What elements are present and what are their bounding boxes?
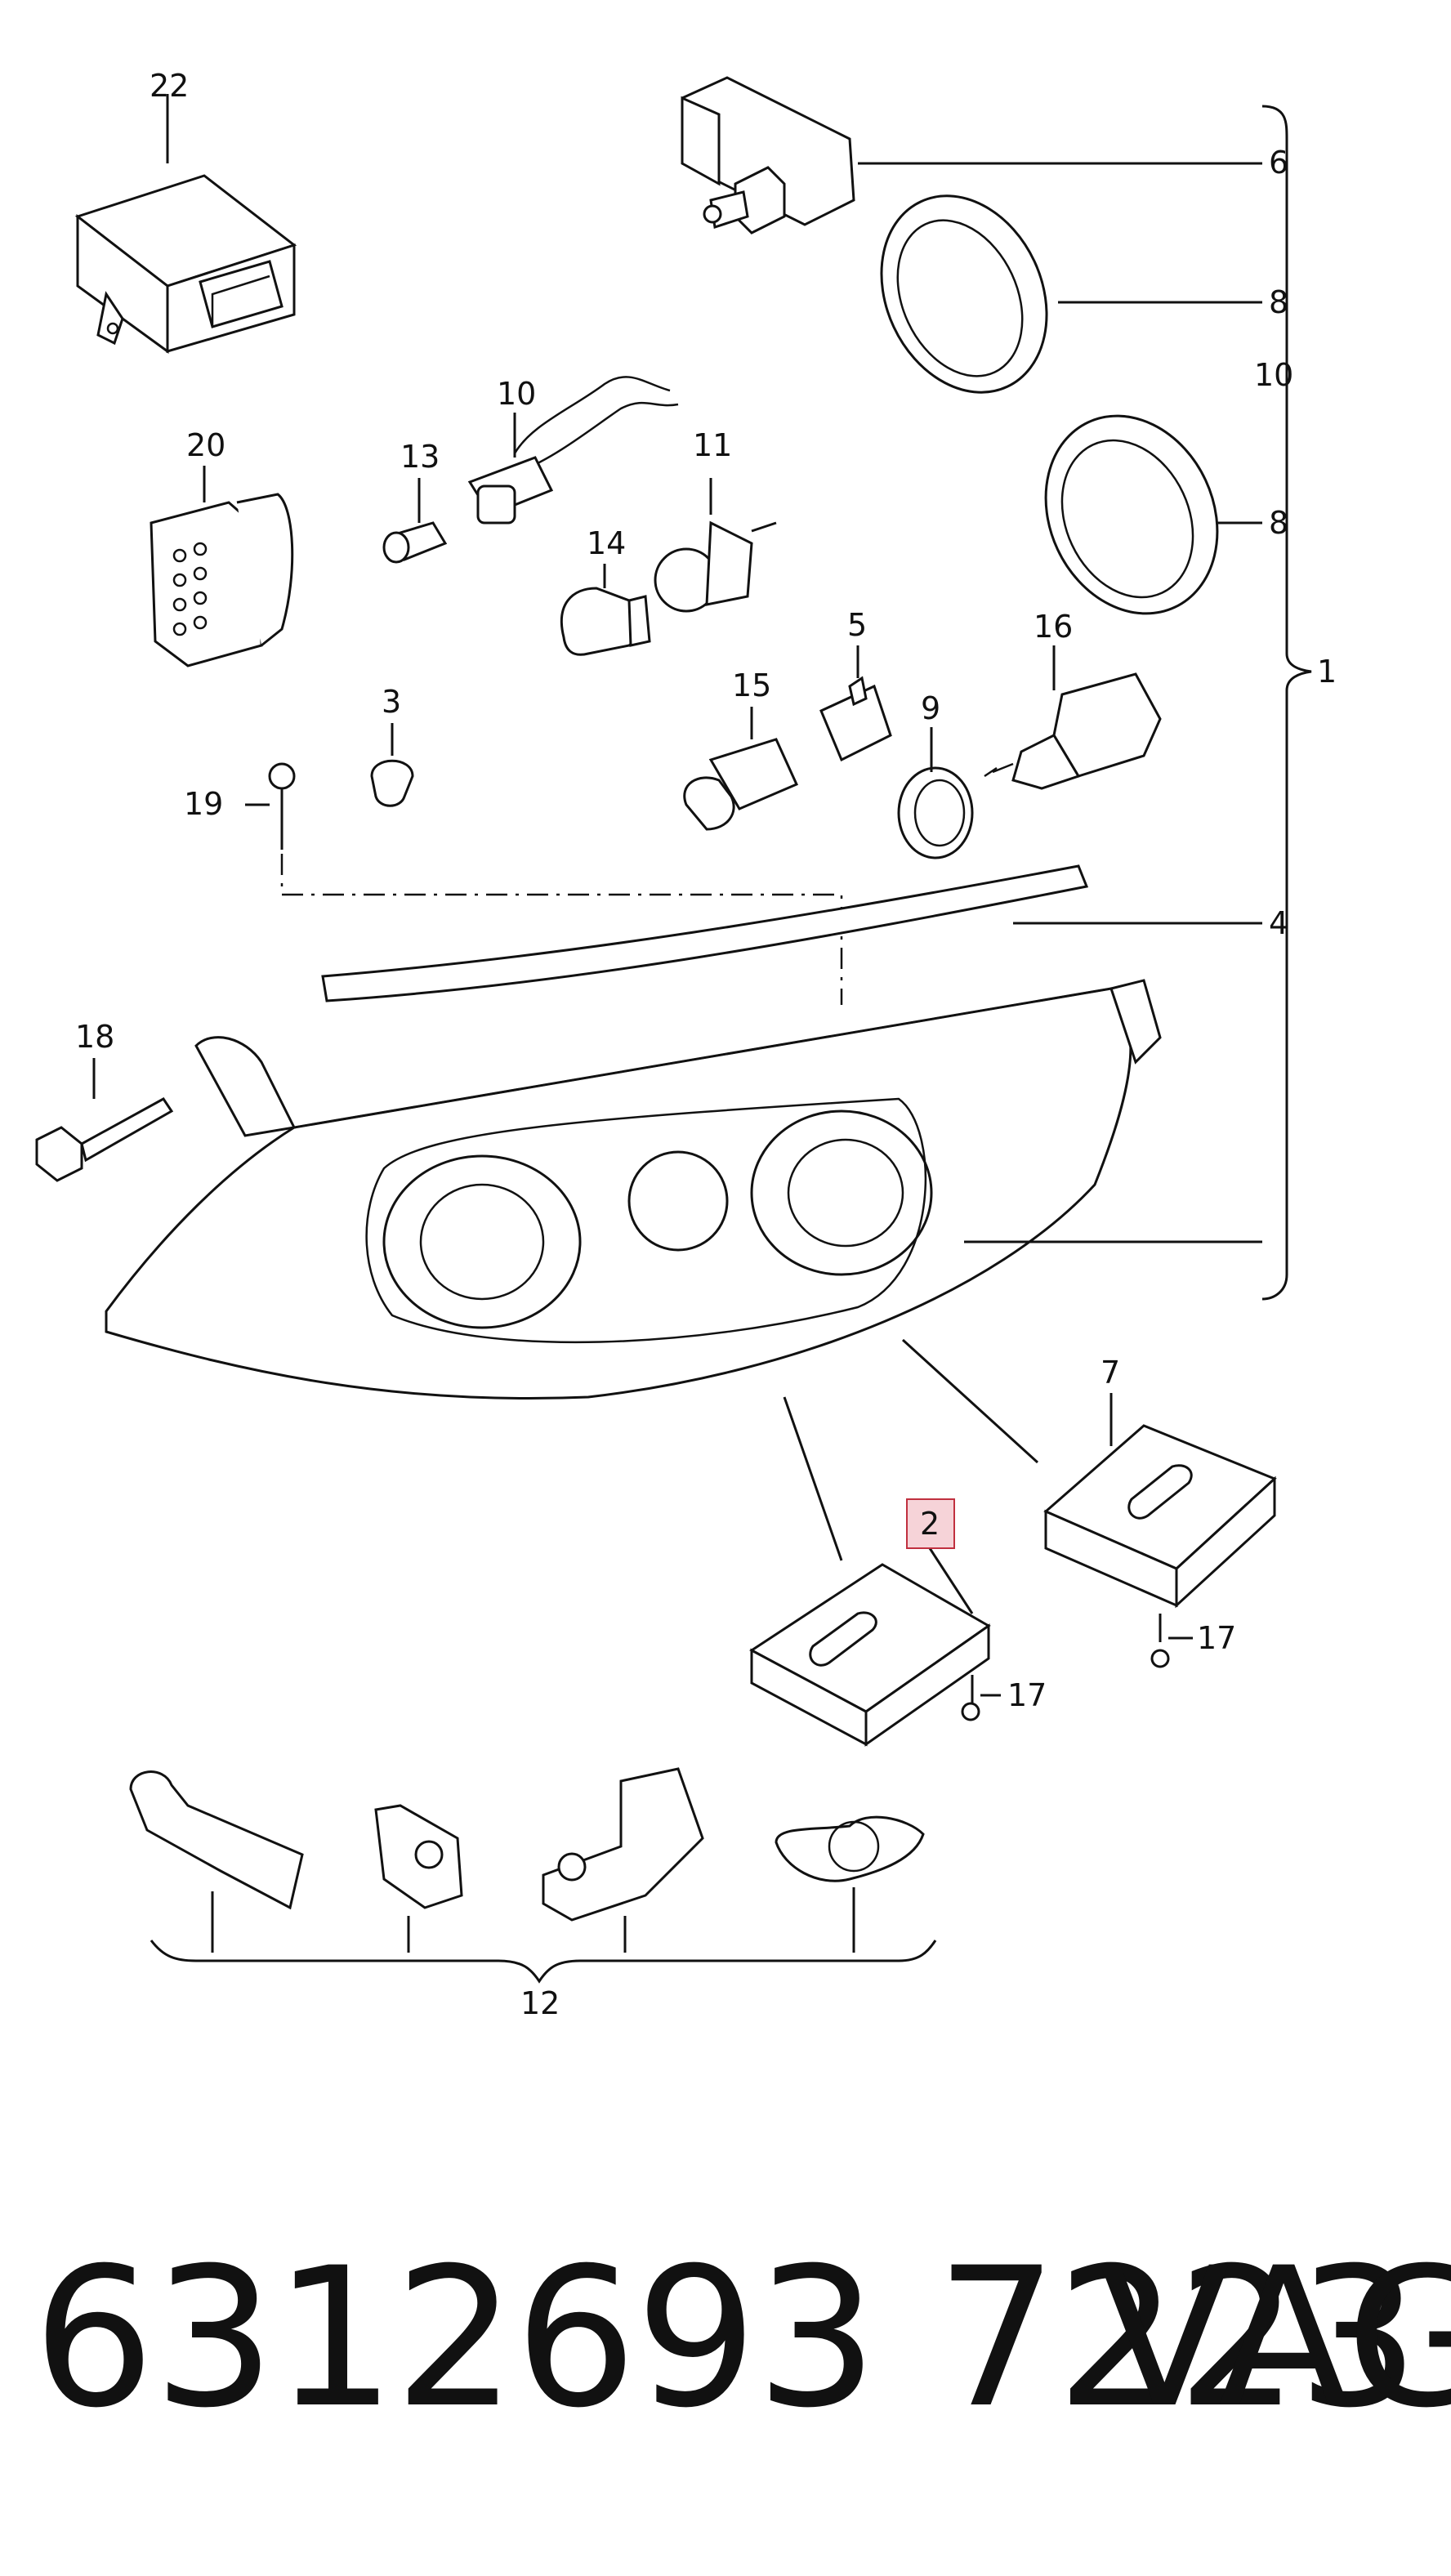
bulb-11 [654,478,777,613]
seal-strip-4 [321,864,1262,1002]
bulb-14 [560,564,651,656]
callout-6: 6 [1269,145,1288,181]
callout-12: 12 [520,1985,560,2021]
control-unit-22 [74,94,297,354]
callout-11: 11 [693,427,732,463]
plug-3 [370,723,414,807]
brand-name: VAG [1099,2227,1451,2450]
callout-7: 7 [1101,1355,1120,1391]
callout-13: 13 [400,439,440,475]
callout-15: 15 [732,667,771,703]
small-bulb-13 [382,478,448,564]
ballast-7 [1043,1393,1277,1642]
retaining-ring-9 [897,727,974,859]
callout-9: 9 [921,690,940,726]
adjuster-motor-6 [681,76,1262,234]
callout-18: 18 [75,1019,114,1055]
headlamp-housing [105,979,1262,1561]
callout-10: 10 [1254,357,1293,393]
screw-17a [1150,1636,1193,1668]
callout-8-lower: 8 [1269,505,1288,541]
wiring-harness-10 [467,376,679,525]
cap-8-upper [880,194,1262,394]
callout-19: 19 [184,786,223,822]
callout-10-part: 10 [497,376,536,412]
callout-8-upper: 8 [1269,284,1288,320]
callout-3: 3 [382,684,401,720]
halogen-bulb-15 [683,707,798,831]
callout-22: 22 [150,68,189,104]
callout-20: 20 [186,427,225,463]
callout-17a: 17 [1197,1620,1236,1656]
callout-17b: 17 [1007,1677,1047,1713]
screw-19 [245,762,843,1005]
callout-2: 2 [920,1506,940,1542]
callout-14: 14 [587,525,626,561]
callout-5: 5 [847,607,867,643]
callout-labels: 22 6 8 10 10 20 13 11 8 14 5 16 1 3 15 9… [75,68,1337,2021]
bracket-1 [1261,105,1312,1301]
brackets-12 [129,1767,937,1984]
cap-8-lower [1044,414,1262,615]
ballast-2 [749,1547,991,1747]
callout-16: 16 [1034,609,1073,645]
bolt-18 [35,1058,174,1182]
screw-17b [961,1694,1001,1721]
part-number: 6312693 7223 [33,2227,1419,2450]
callout-4: 4 [1269,905,1288,941]
headlight-exploded-diagram: 22 6 8 10 10 20 13 11 8 14 5 16 1 3 15 9… [35,68,1337,2021]
xenon-bulb-16 [984,645,1162,790]
holder-5 [819,645,892,762]
callout-2-highlight [906,1498,955,1549]
callout-1: 1 [1317,654,1337,690]
connector-20 [150,466,294,667]
